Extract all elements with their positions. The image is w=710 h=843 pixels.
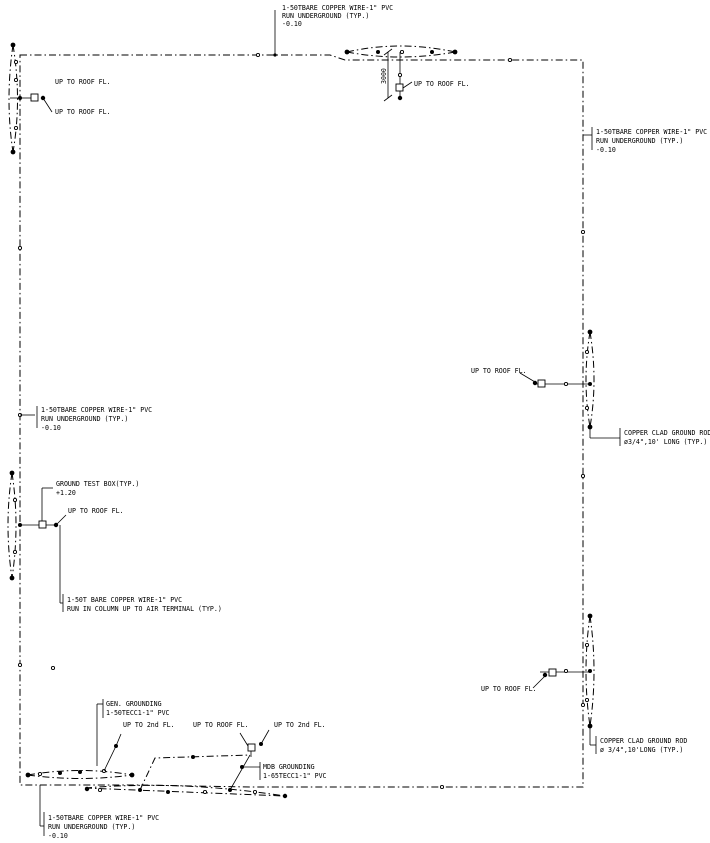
ground-loop (17, 52, 586, 790)
label-up-roof-se: UP TO ROOF FL. (481, 685, 537, 693)
ground-rod-cluster-nw (8, 42, 53, 155)
label-up-roof-nw-2: UP TO ROOF FL. (55, 108, 111, 116)
note-mdb-grounding-1: MDB GROUNDING (263, 763, 315, 771)
note-rod-mid-2: ø3/4",10' LONG (TYP.) (624, 438, 707, 446)
label-up-roof-nw: UP TO ROOF FL. (55, 78, 111, 86)
ground-network-bottom (25, 699, 288, 799)
note-right-wire-2: RUN UNDERGROUND (TYP.) (596, 137, 683, 145)
note-right-wire-3: -0.10 (596, 146, 616, 154)
label-up-2nd-left: UP TO 2nd FL. (123, 721, 175, 729)
test-box-se (548, 668, 557, 677)
label-up-roof-east: UP TO ROOF FL. (471, 367, 527, 375)
note-top-wire-3: -0.10 (282, 20, 302, 28)
note-column-wire-1: 1-50T BARE COPPER WIRE-1" PVC (67, 596, 182, 604)
test-box-east (537, 379, 546, 388)
test-box-bottom (247, 743, 256, 752)
note-ground-test-box-1: GROUND TEST BOX(TYP.) (56, 480, 139, 488)
note-rod-low-1: COPPER CLAD GROUND ROD (600, 737, 687, 745)
ground-rod-cluster-se (532, 613, 597, 754)
ground-rod-cluster-top (344, 45, 458, 102)
test-box-nw (30, 93, 39, 102)
note-gen-grounding-1: GEN. GROUNDING (106, 700, 162, 708)
ground-rod-cluster-west (7, 470, 67, 612)
ground-rod-cluster-east (519, 329, 621, 446)
note-gen-grounding-2: 1-50TECC1-1" PVC (106, 709, 170, 717)
note-rod-mid-1: COPPER CLAD GROUND ROD (624, 429, 710, 437)
note-top-wire-2: RUN UNDERGROUND (TYP.) (282, 12, 369, 20)
note-rod-low-2: ø 3/4",10'LONG (TYP.) (600, 746, 683, 754)
label-up-2nd-right: UP TO 2nd FL. (274, 721, 326, 729)
note-column-wire-2: RUN IN COLUMN UP TO AIR TERMINAL (TYP.) (67, 605, 222, 613)
ground-test-box (38, 520, 47, 529)
label-up-roof-bottom: UP TO ROOF FL. (193, 721, 249, 729)
label-up-roof-west: UP TO ROOF FL. (68, 507, 124, 515)
note-right-wire-1: 1-50TBARE COPPER WIRE-1" PVC (596, 128, 707, 136)
note-bottom-wire-2: RUN UNDERGROUND (TYP.) (48, 823, 135, 831)
note-top-wire-1: 1-50TBARE COPPER WIRE-1" PVC (282, 4, 393, 12)
dimension-3000: 3000 (380, 68, 388, 84)
note-bottom-wire-3: -0.10 (48, 832, 68, 840)
label-up-roof-top: UP TO ROOF FL. (414, 80, 470, 88)
note-mdb-grounding-2: 1-65TECC1-1" PVC (263, 772, 327, 780)
note-left-wire-3: -0.10 (41, 424, 61, 432)
test-box-top (395, 83, 404, 92)
note-left-wire-2: RUN UNDERGROUND (TYP.) (41, 415, 128, 423)
note-ground-test-box-2: +1.20 (56, 489, 76, 497)
note-left-wire-1: 1-50TBARE COPPER WIRE-1" PVC (41, 406, 152, 414)
note-bottom-wire-1: 1-50TBARE COPPER WIRE-1" PVC (48, 814, 159, 822)
